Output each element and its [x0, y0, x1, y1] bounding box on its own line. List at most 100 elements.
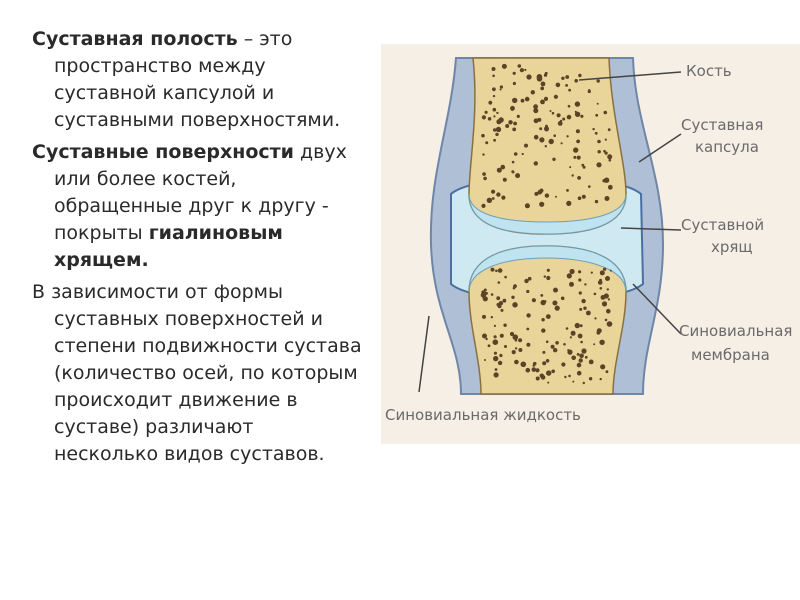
bone-pore [581, 194, 586, 199]
bone-pore [539, 137, 545, 143]
bone-pore [603, 110, 608, 115]
bone-pore [526, 327, 530, 331]
bone-pore [578, 291, 582, 295]
bone-pore [560, 296, 565, 301]
bone-pore [533, 108, 539, 114]
bone-pore [565, 84, 568, 87]
bone-pore [578, 278, 582, 282]
bone-pore [521, 152, 524, 156]
bone-pore [582, 165, 586, 169]
bone-pore [491, 197, 495, 200]
bone-pore [568, 88, 571, 92]
bone-pore [501, 63, 507, 69]
bone-pore [524, 203, 530, 209]
bone-pore [499, 85, 503, 89]
label-cartilage-line2: хрящ [711, 238, 753, 256]
bone-pore [545, 340, 549, 344]
bone-pore [524, 143, 528, 148]
bone-pore [588, 185, 591, 188]
bone-pore [576, 362, 582, 368]
bone-pore [493, 115, 496, 118]
bone-pore [567, 349, 573, 355]
bone-pore [599, 339, 605, 345]
bone-pore [593, 343, 596, 346]
bone-pore [574, 110, 577, 113]
bone-pore [509, 331, 515, 337]
bone-pore [526, 289, 530, 294]
bone-pore [566, 114, 572, 120]
bone-pore [577, 196, 582, 200]
bone-pore [512, 97, 518, 104]
bone-pore [553, 348, 558, 353]
label-membrane-line2: мембрана [691, 346, 770, 364]
bone-pore [541, 318, 545, 322]
bone-pore [563, 343, 566, 346]
bone-pore [518, 348, 523, 352]
bone-pore [571, 355, 576, 361]
bone-pore [573, 147, 579, 153]
bone-pore [518, 338, 523, 343]
bone-pore [481, 115, 486, 120]
bone-pore [495, 269, 498, 273]
bone-pore [607, 154, 613, 160]
bone-pore [551, 369, 555, 374]
leader-capsule [638, 133, 682, 163]
bone-pore [540, 294, 544, 297]
bone-pore [566, 273, 572, 279]
bone-pore [587, 89, 591, 94]
bone-pore [583, 306, 587, 310]
bone-pore [533, 104, 538, 110]
bone-pore [567, 104, 571, 108]
bone-pore [541, 328, 546, 333]
definition-joint-cavity: – это пространство между суставной капсу… [54, 28, 341, 131]
leader-cartilage [620, 227, 682, 231]
bone-pore [533, 161, 538, 166]
bone-pore [503, 323, 507, 327]
bone-pore [579, 353, 584, 359]
bone-pore [544, 127, 549, 132]
bone-pore [594, 317, 597, 320]
bone-pore [481, 203, 486, 208]
bone-pore [499, 333, 504, 338]
bone-pore [492, 74, 495, 78]
bone-pore [550, 344, 555, 349]
bone-pore [571, 174, 574, 177]
bone-pore [487, 344, 491, 348]
bone-pore [565, 75, 570, 79]
bone-pore [580, 114, 584, 118]
bone-pore [496, 167, 502, 173]
bone-pore [577, 333, 583, 339]
bone-pore [543, 275, 546, 278]
paragraph-joint-types: В зависимости от формы суставных поверхн… [32, 279, 362, 468]
bone-pore [544, 300, 547, 303]
bone-pore [574, 322, 580, 329]
bone-pore [578, 358, 583, 363]
bone-pore [498, 301, 504, 306]
bone-pore [485, 337, 488, 341]
bone-pore [578, 270, 582, 274]
paragraph-articular-surfaces: Суставные поверхности двух или более кос… [32, 139, 362, 274]
bone-pore [600, 295, 606, 300]
term-joint-cavity: Суставная полость [32, 28, 238, 50]
bone-pore [534, 191, 539, 196]
bone-pore [592, 127, 595, 131]
bone-pore [554, 301, 558, 304]
bone-pore [525, 367, 531, 373]
bone-pore [499, 353, 503, 358]
bone-pore [599, 377, 602, 381]
bone-pore [494, 368, 498, 371]
bone-pore [569, 336, 572, 339]
bone-pore [608, 158, 612, 162]
bone-pore [599, 270, 605, 276]
bone-pore [603, 267, 607, 271]
label-synovial-fluid: Синовиальная жидкость [385, 406, 581, 424]
bone-pore [497, 281, 501, 284]
bone-pore [580, 340, 583, 344]
bone-pore [524, 68, 527, 71]
bone-pore [511, 170, 515, 174]
bone-pore [584, 355, 588, 359]
bone-pore [604, 196, 610, 201]
bone-pore [574, 101, 581, 107]
bone-pore [603, 177, 610, 183]
bone-pore [565, 327, 569, 330]
